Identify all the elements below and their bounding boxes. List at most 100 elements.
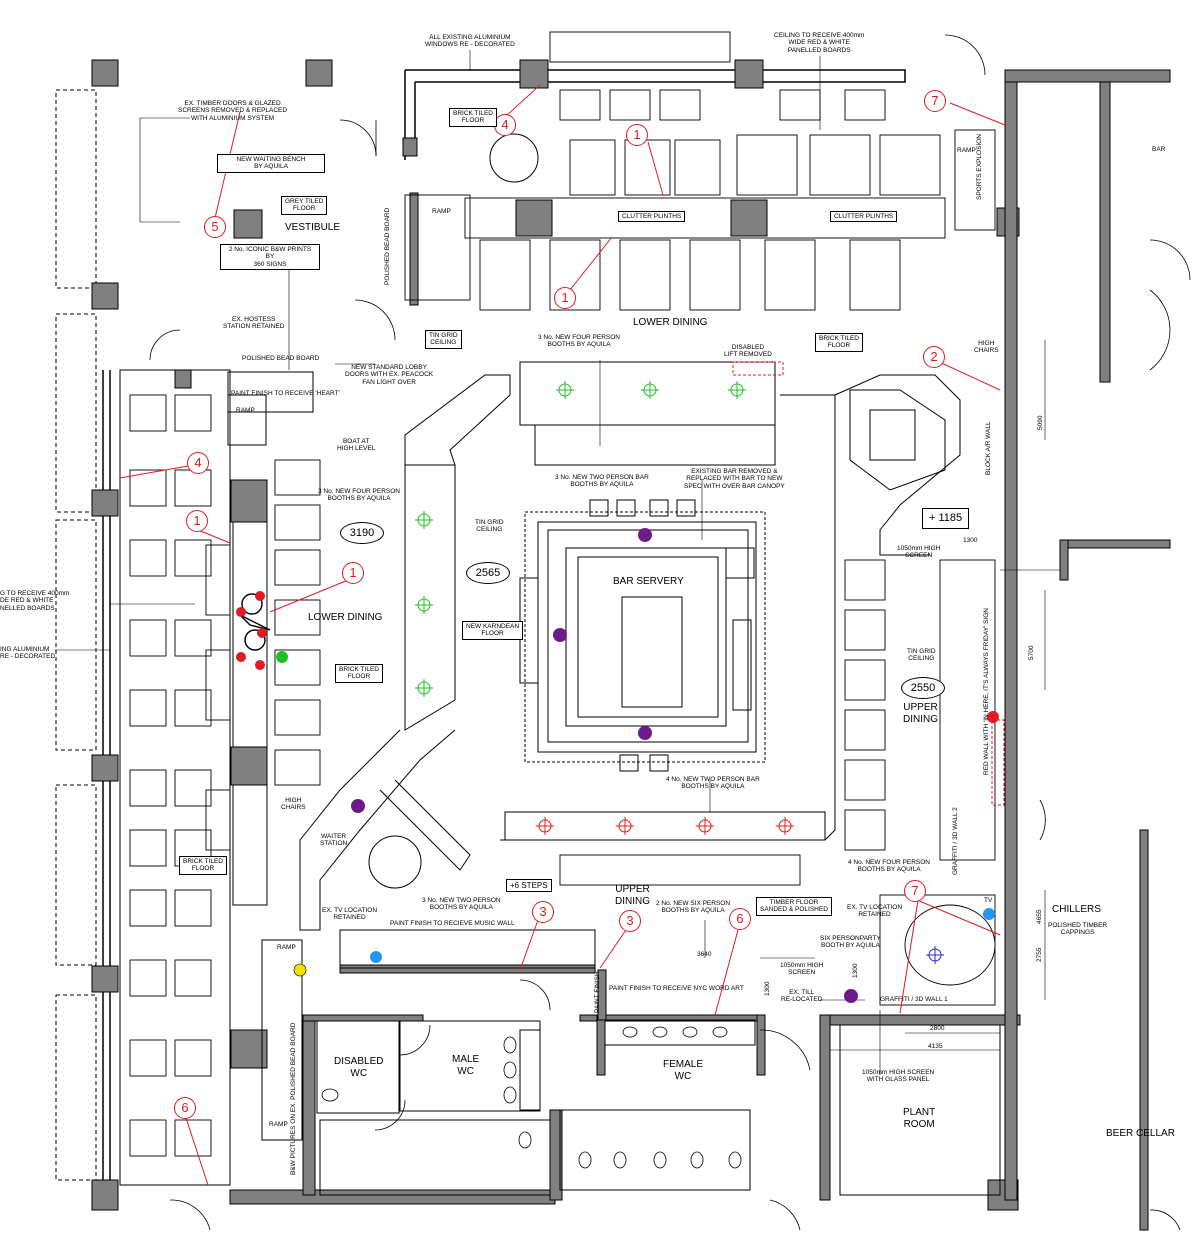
room-vestibule: VESTIBULE (285, 222, 341, 233)
room-bar-right: BAR (1152, 146, 1166, 153)
note-existing-bar: EXISTING BAR REMOVED & REPLACED WITH BAR… (684, 468, 785, 490)
room-disabled-wc: DISABLED WC (334, 1056, 384, 1079)
ceiling-height-3190: 3190 (340, 522, 384, 544)
callout-1: 1 (554, 287, 576, 309)
note-party-booth: SIX PERSONPARTY BOOTH BY AQUILA (820, 935, 881, 950)
note-sports-explosion: SPORTS EXPLOSION (976, 134, 983, 200)
note-four-person-top: 3 No. NEW FOUR PERSON BOOTHS BY AQUILA (538, 334, 620, 349)
callout-6: 6 (174, 1097, 196, 1119)
note-two-person-bar-2: 4 No. NEW TWO PERSON BAR BOOTHS BY AQUIL… (666, 776, 760, 791)
note-bw-pictures: B&W PICTURES ON EX. POLISHED BEAD BOARD (290, 1022, 297, 1175)
note-music-wall: PAINT FINISH TO RECIEVE MUSIC WALL (390, 920, 515, 927)
ceiling-height-2565: 2565 (466, 562, 510, 584)
note-tv-retained-2: EX. TV LOCATION RETAINED (847, 904, 903, 919)
dimension-1300-b: 1300 (764, 981, 771, 996)
note-clutter-plinths-2: CLUTTER PLINTHS (830, 211, 898, 223)
note-high-chairs-2: HIGH CHAIRS (281, 797, 306, 812)
note-iconic-prints: 2 No. ICONIC B&W PRINTS BY 360 SIGNS (220, 244, 320, 271)
note-paint-finish: PAINT FINISH (594, 971, 601, 1013)
dimension-2800: 2800 (930, 1025, 945, 1032)
callout-4: 4 (494, 114, 516, 136)
note-six-person: 2 No. NEW SIX PERSON BOOTHS BY AQUILA (656, 900, 731, 915)
note-ramp-left: RAMP (236, 407, 255, 414)
note-graffiti-1: GRAFFITI / 3D WALL 1 (880, 996, 948, 1003)
dimension-3640: 3640 (697, 951, 712, 958)
room-lower-dining-left: LOWER DINING (308, 612, 383, 623)
note-ceiling-left: G TO RECEIVE 400mm DE RED & WHITE NELLED… (0, 590, 70, 612)
note-ramp-bottom2: RAMP (269, 1121, 288, 1128)
callout-6: 6 (729, 908, 751, 930)
dimension-4655: 4655 (1036, 909, 1043, 924)
room-upper-dining-right: UPPER DINING (903, 702, 938, 725)
room-lower-dining-top: LOWER DINING (633, 317, 708, 328)
note-four-person-right: 4 No. NEW FOUR PERSON BOOTHS BY AQUILA (848, 859, 930, 874)
dimension-5090: 5090 (1037, 415, 1044, 430)
note-high-screen-2: 1050mm HIGH SCREEN (780, 962, 824, 977)
note-two-person-bar: 3 No. NEW TWO PERSON BAR BOOTHS BY AQUIL… (555, 474, 649, 489)
note-ramp-bottom: RAMP (277, 944, 296, 951)
note-nyc-word-art: PAINT FINISH TO RECEIVE NYC WORD ART (609, 985, 744, 992)
callout-1: 1 (342, 562, 364, 584)
note-ramp-right: RAMP (957, 147, 976, 154)
waiter-station-label: WAITER STATION (320, 833, 348, 848)
note-aluminium-left: ING ALUMINIUM RE - DECORATED (0, 646, 56, 661)
dimension-4135: 4135 (928, 1043, 943, 1050)
note-karndean: NEW KARNDEAN FLOOR (462, 621, 524, 640)
note-polished-bead-board: POLISHED BEAD BOARD (242, 355, 320, 362)
callout-2: 2 (923, 346, 945, 368)
note-four-person-left: 3 No. NEW FOUR PERSON BOOTHS BY AQUILA (318, 488, 400, 503)
ceiling-height-2550: 2550 (901, 677, 945, 699)
note-brick-tiled-4: BRICK TILED FLOOR (179, 856, 227, 875)
note-aluminium-windows: ALL EXISTING ALUMINIUM WINDOWS RE - DECO… (425, 34, 515, 49)
dimension-1300-a: 1300 (963, 537, 978, 544)
note-graffiti-2: GRAFFITI / 3D WALL 2 (952, 807, 959, 875)
note-ex-till: EX. TILL RE-LOCATED (781, 989, 823, 1004)
note-grey-tiled: GREY TILED FLOOR (281, 196, 328, 215)
note-clutter-plinths-1: CLUTTER PLINTHS (618, 211, 686, 223)
note-tv-retained-1: EX. TV LOCATION RETAINED (322, 907, 378, 922)
note-timber-doors: EX. TIMBER DOORS & GLAZED SCREENS REMOVE… (178, 100, 288, 122)
note-tv: TV (984, 897, 993, 904)
note-boat: BOAT AT HIGH LEVEL (337, 438, 376, 453)
note-block-wall: BLOCK A/R WALL (985, 421, 992, 475)
room-beer-cellar: BEER CELLAR (1106, 1128, 1175, 1139)
note-brick-tiled-3: BRICK TILED FLOOR (335, 664, 383, 683)
callout-5: 5 (204, 216, 226, 238)
note-ceiling-boards: CEILING TO RECEIVE 400mm WIDE RED & WHIT… (774, 32, 865, 54)
note-disabled-lift: DISABLED LIFT REMOVED (724, 344, 772, 359)
room-male-wc: MALE WC (452, 1054, 480, 1077)
callout-1: 1 (626, 124, 648, 146)
callout-7: 7 (924, 90, 946, 112)
note-two-person-3: 3 No. NEW TWO PERSON BOOTHS BY AQUILA (422, 897, 501, 912)
dimension-1300-c: 1300 (852, 963, 859, 978)
note-red-wall: RED WALL WITH 'IN HERE, IT'S ALWAYS FRID… (983, 608, 990, 775)
note-timber-cappings: POLISHED TIMBER CAPPINGS (1048, 922, 1108, 937)
room-upper-dining-mid: UPPER DINING (615, 884, 650, 907)
note-hostess-station: EX. HOSTESS STATION RETAINED (223, 316, 285, 331)
room-plant-room: PLANT ROOM (903, 1107, 936, 1130)
room-bar-servery: BAR SERVERY (613, 576, 684, 587)
note-tin-grid-2: TIN GRID CEILING (475, 519, 504, 534)
note-glass-screen: 1050mm HIGH SCREEN WITH GLASS PANEL (862, 1069, 935, 1084)
note-tin-grid-3: TIN GRID CEILING (907, 648, 936, 663)
callout-3: 3 (532, 901, 554, 923)
callout-4: 4 (187, 452, 209, 474)
callout-7: 7 (904, 880, 926, 902)
note-brick-tiled-top: BRICK TILED FLOOR (449, 108, 497, 127)
callout-3: 3 (619, 910, 641, 932)
note-tin-grid-1: TIN GRID CEILING (425, 330, 462, 349)
level-change-1185: + 1185 (922, 508, 970, 529)
room-chillers: CHILLERS (1052, 904, 1101, 915)
note-ramp-top: RAMP (432, 208, 451, 215)
dimension-2755: 2755 (1036, 947, 1043, 962)
note-paint-heart: PAINT FINISH TO RECEIVE 'HEART' (231, 390, 340, 397)
note-high-chairs-top: HIGH CHAIRS (974, 340, 999, 355)
note-brick-tiled-2: BRICK TILED FLOOR (815, 333, 863, 352)
room-female-wc: FEMALE WC (663, 1059, 704, 1082)
note-waiting-bench: NEW WAITING BENCH BY AQUILA (217, 154, 325, 173)
note-high-screen-1: 1050mm HIGH SCREEN (897, 545, 941, 560)
note-polished-board-vertical: POLISHED BEAD BOARD (384, 207, 391, 285)
callout-1: 1 (186, 510, 208, 532)
note-timber-floor: TIMBER FLOOR SANDED & POLISHED (756, 897, 832, 916)
